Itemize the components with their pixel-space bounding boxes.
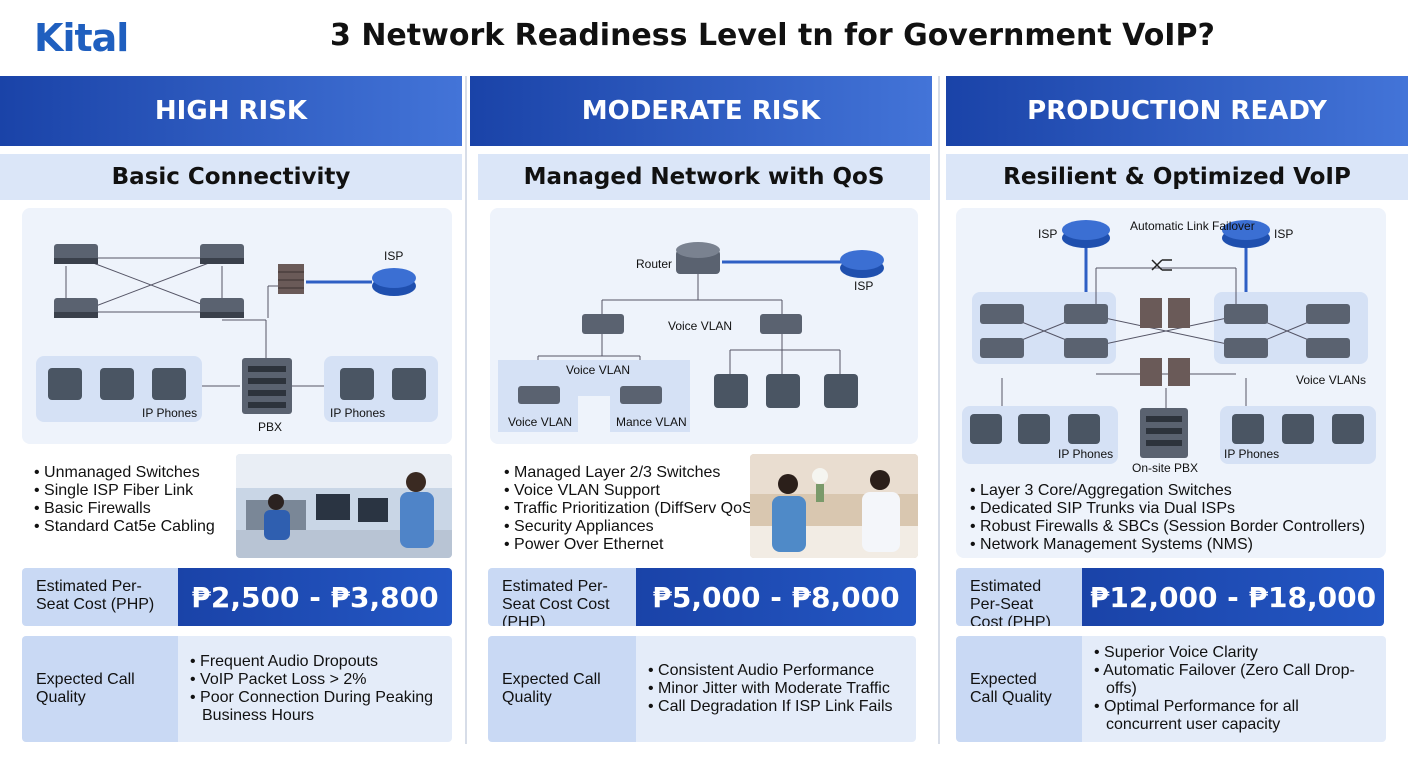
isp-router-icon	[372, 268, 416, 296]
feature-item: Security Appliances	[504, 518, 758, 536]
quality-item: Call Degradation If ISP Link Fails	[648, 698, 902, 716]
ip-phone-icon	[48, 368, 426, 400]
feature-item: Power Over Ethernet	[504, 536, 758, 554]
risk-level-header: HIGH RISK	[0, 76, 462, 146]
network-type-subtitle: Basic Connectivity	[0, 154, 462, 200]
cost-panel: Estimated Per-Seat Cost (PHP) ₱12,000 - …	[956, 568, 1384, 626]
feature-list: Managed Layer 2/3 Switches Voice VLAN Su…	[504, 464, 758, 554]
call-quality-panel: Expected Call Quality Frequent Audio Dro…	[22, 636, 452, 742]
cost-value: ₱12,000 - ₱18,000	[1082, 568, 1384, 626]
voice-vlans-label: Voice VLANs	[1296, 373, 1366, 387]
isp-router-icon	[1062, 220, 1270, 248]
failover-icon	[1151, 259, 1172, 271]
feature-list: Unmanaged Switches Single ISP Fiber Link…	[34, 464, 215, 536]
feature-item: Basic Firewalls	[34, 500, 215, 518]
pbx-server-icon	[1140, 408, 1188, 458]
ip-phones-label: IP Phones	[330, 406, 385, 420]
router-icon	[676, 242, 720, 274]
call-quality-label: Expected Call Quality	[22, 636, 178, 742]
ip-phone-icon	[714, 374, 858, 408]
voice-vlan-label: Voice VLAN	[508, 415, 572, 429]
production-ready-column: PRODUCTION READY Resilient & Optimized V…	[946, 76, 1408, 768]
moderate-risk-column: MODERATE RISK Managed Network with QoS R…	[470, 76, 932, 768]
isp-label: ISP	[1038, 227, 1057, 241]
voice-vlan-group	[498, 360, 690, 432]
ip-phones-label: IP Phones	[1058, 447, 1113, 461]
switch-icon	[582, 314, 802, 334]
feature-item: Layer 3 Core/Aggregation Switches	[970, 482, 1365, 500]
isp-router-icon	[840, 250, 884, 278]
cost-label: Estimated Per-Seat Cost (PHP)	[22, 568, 178, 626]
pbx-label: On-site PBX	[1132, 461, 1198, 475]
ip-phone-icon	[970, 414, 1364, 444]
call-quality-label: Expected Call Quality	[956, 636, 1082, 742]
ip-phones-label: IP Phones	[1224, 447, 1279, 461]
feature-list: Layer 3 Core/Aggregation Switches Dedica…	[970, 482, 1365, 554]
call-quality-list: Superior Voice Clarity Automatic Failove…	[1082, 636, 1386, 742]
quality-item: VoIP Packet Loss > 2%	[190, 671, 438, 689]
managed-network-diagram: Router ISP Voice VLAN Voice VLAN Voice V…	[490, 208, 918, 444]
ip-phones-label: IP Phones	[142, 406, 197, 420]
quality-item: Automatic Failover (Zero Call Drop-offs)	[1094, 662, 1372, 698]
kital-logo: Kital	[34, 16, 129, 60]
feature-item: Single ISP Fiber Link	[34, 482, 215, 500]
call-quality-panel: Expected Call Quality Superior Voice Cla…	[956, 636, 1386, 742]
call-quality-label: Expected Call Quality	[488, 636, 636, 742]
column-divider	[465, 76, 467, 744]
reception-desk-photo	[750, 454, 918, 558]
switch-icon	[980, 304, 1350, 358]
cost-label: Estimated Per-Seat Cost Cost (PHP)	[488, 568, 636, 626]
feature-item: Dedicated SIP Trunks via Dual ISPs	[970, 500, 1365, 518]
page-title: 3 Network Readiness Level tn for Governm…	[330, 18, 1215, 53]
call-quality-panel: Expected Call Quality Consistent Audio P…	[488, 636, 916, 742]
voice-vlan-label: Voice VLAN	[566, 363, 630, 377]
isp-label: ISP	[1274, 227, 1293, 241]
feature-item: Network Management Systems (NMS)	[970, 536, 1365, 554]
isp-label: ISP	[384, 249, 403, 263]
cost-label: Estimated Per-Seat Cost (PHP)	[956, 568, 1082, 626]
router-label: Router	[636, 257, 672, 271]
cost-panel: Estimated Per-Seat Cost (PHP) ₱2,500 - ₱…	[22, 568, 452, 626]
basic-network-diagram: ISP IP Phones PBX IP Phones	[22, 208, 452, 444]
feature-item: Standard Cat5e Cabling	[34, 518, 215, 536]
quality-item: Minor Jitter with Moderate Traffic	[648, 680, 902, 698]
firewall-icon	[278, 264, 304, 294]
network-type-subtitle: Managed Network with QoS	[478, 154, 930, 200]
quality-item: Optimal Performance for all concurrent u…	[1094, 698, 1372, 734]
pbx-label: PBX	[258, 420, 282, 434]
column-divider	[938, 76, 940, 744]
high-risk-column: HIGH RISK Basic Connectivity	[0, 76, 462, 768]
quality-item: Consistent Audio Performance	[648, 662, 902, 680]
risk-level-header: MODERATE RISK	[470, 76, 932, 146]
call-center-photo	[236, 454, 452, 558]
feature-item: Managed Layer 2/3 Switches	[504, 464, 758, 482]
cost-value: ₱5,000 - ₱8,000	[636, 568, 916, 626]
network-type-subtitle: Resilient & Optimized VoIP	[946, 154, 1408, 200]
firewall-icon	[1140, 298, 1190, 386]
switch-icon	[54, 244, 244, 318]
quality-item: Superior Voice Clarity	[1094, 644, 1372, 662]
cost-value: ₱2,500 - ₱3,800	[178, 568, 452, 626]
isp-label: ISP	[854, 279, 873, 293]
call-quality-list: Consistent Audio Performance Minor Jitte…	[636, 636, 916, 742]
feature-item: Robust Firewalls & SBCs (Session Border …	[970, 518, 1365, 536]
mance-vlan-label: Mance VLAN	[616, 415, 687, 429]
risk-level-header: PRODUCTION READY	[946, 76, 1408, 146]
feature-item: Voice VLAN Support	[504, 482, 758, 500]
switch-icon	[518, 386, 662, 404]
call-quality-list: Frequent Audio Dropouts VoIP Packet Loss…	[178, 636, 452, 742]
quality-item: Poor Connection During Peaking Business …	[190, 689, 438, 725]
feature-item: Unmanaged Switches	[34, 464, 215, 482]
cost-panel: Estimated Per-Seat Cost Cost (PHP) ₱5,00…	[488, 568, 916, 626]
pbx-server-icon	[242, 358, 292, 414]
quality-item: Frequent Audio Dropouts	[190, 653, 438, 671]
failover-label: Automatic Link Failover	[1130, 219, 1255, 233]
feature-item: Traffic Prioritization (DiffServ QoS)	[504, 500, 758, 518]
voice-vlan-label: Voice VLAN	[668, 319, 732, 333]
